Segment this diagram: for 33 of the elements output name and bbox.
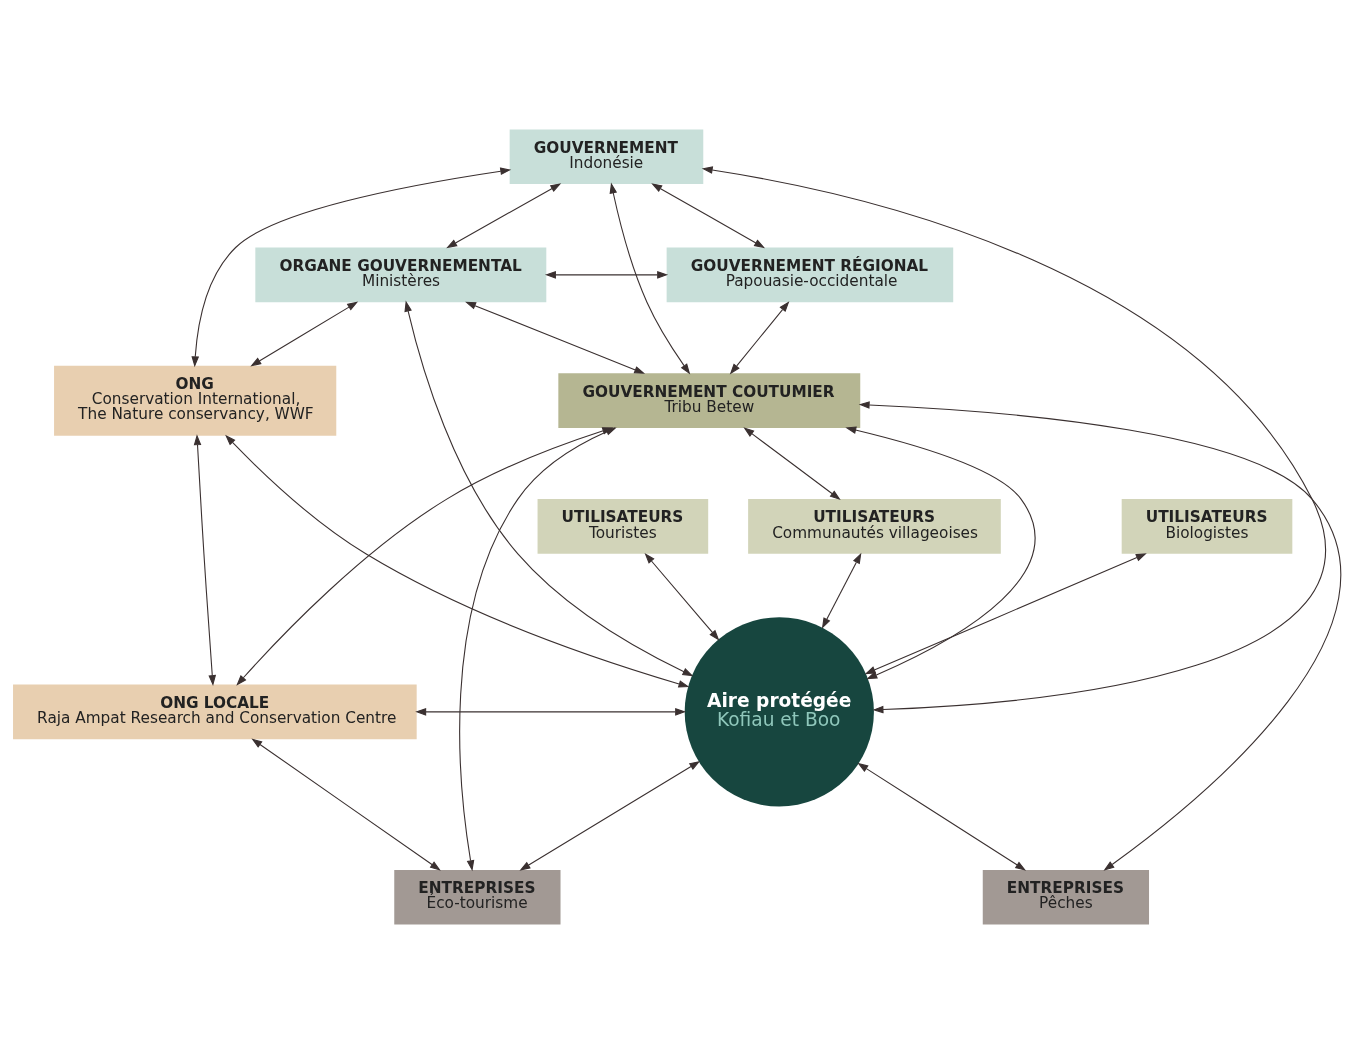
arrow bbox=[743, 426, 841, 500]
arrow bbox=[729, 300, 790, 374]
arrow bbox=[644, 552, 720, 641]
arrow bbox=[404, 300, 694, 676]
node-box: ORGANE GOUVERNEMENTAL Ministères bbox=[255, 247, 547, 302]
arrow bbox=[651, 182, 766, 248]
node-box: UTILISATEURS Communautés villageoises bbox=[748, 498, 1001, 554]
node-box: GOUVERNEMENT Indonésie bbox=[509, 128, 704, 184]
arrow bbox=[845, 425, 1036, 679]
arrow bbox=[858, 400, 1341, 871]
arrow bbox=[864, 552, 1147, 674]
arrow bbox=[193, 433, 217, 686]
node-box: ENTREPRISES Pêches bbox=[982, 869, 1150, 925]
node-box: ONG Conservation International, The Nature conservancy, WWF bbox=[54, 365, 337, 436]
node-box: ONG LOCALE Raja Ampat Research and Conservation Centre bbox=[13, 684, 417, 739]
node-box: GOUVERNEMENT COUTUMIER Tribu Betew bbox=[558, 372, 861, 428]
arrow bbox=[415, 707, 687, 716]
node-box: GOUVERNEMENT RÉGIONAL Papouasie-occidentale bbox=[666, 247, 954, 302]
arrow bbox=[225, 434, 690, 688]
arrow bbox=[701, 165, 1326, 713]
arrow bbox=[609, 182, 691, 374]
node-box: UTILISATEURS Touristes bbox=[537, 498, 709, 554]
arrow bbox=[857, 762, 1027, 871]
arrow bbox=[250, 301, 359, 366]
arrow bbox=[446, 182, 562, 248]
node-box: UTILISATEURS Biologistes bbox=[1121, 498, 1293, 554]
arrow bbox=[519, 760, 701, 871]
arrow bbox=[821, 552, 862, 629]
node-box: ENTREPRISES Éco-tourisme bbox=[394, 869, 561, 925]
arrow bbox=[191, 166, 512, 367]
arrow bbox=[465, 301, 646, 374]
arrow bbox=[251, 737, 441, 871]
arrow bbox=[545, 270, 669, 279]
